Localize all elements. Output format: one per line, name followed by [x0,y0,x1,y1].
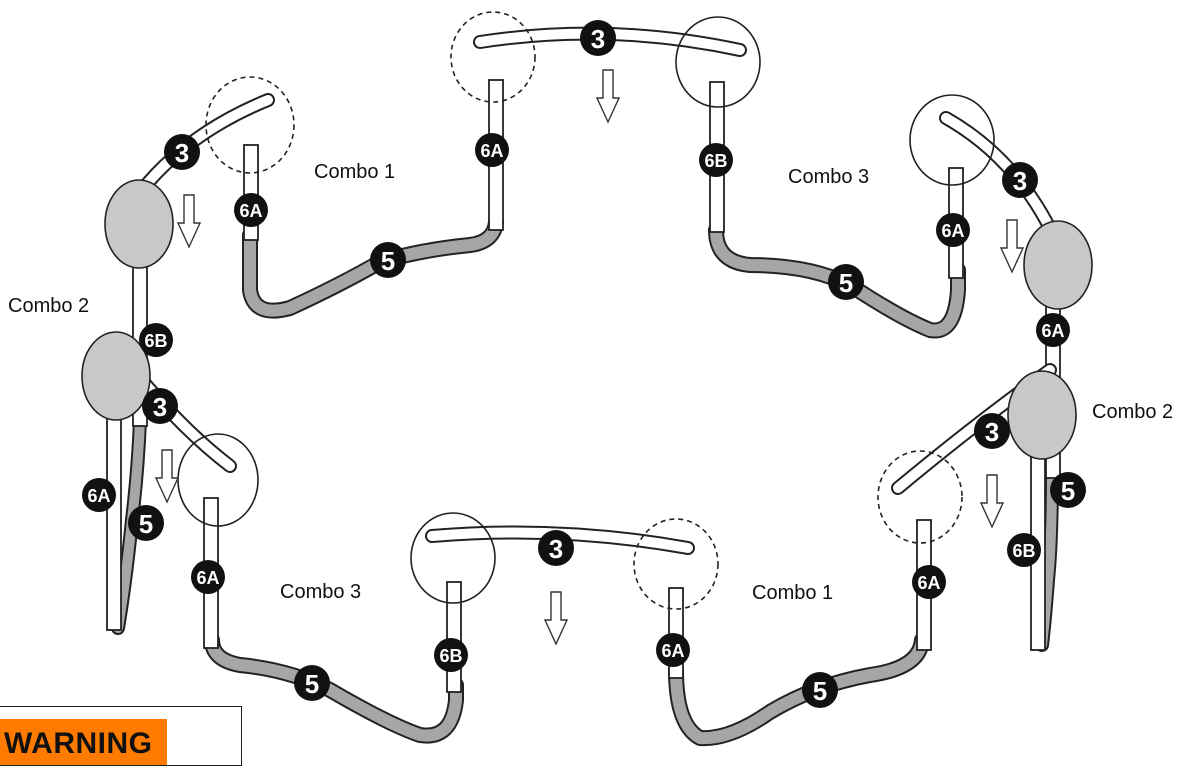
badge-6a-left: 6A [82,478,116,512]
svg-text:6A: 6A [917,573,940,593]
svg-text:5: 5 [139,509,153,539]
shaded-circle-right [1023,220,1093,310]
badge-6a-br: 6A [912,565,946,599]
badge-leg-bottom-left: 5 [294,665,330,701]
combo-label-bottom-right: Combo 1 [752,582,833,604]
arrow-down-icon [155,449,179,503]
svg-text:6A: 6A [941,221,964,241]
dashed-circle-bottom-right [877,450,963,544]
arrow-down-icon [980,474,1004,528]
badge-rail-right: 3 [974,413,1010,449]
highlight-circles [81,11,1093,610]
dashed-circle-top [450,11,536,103]
badge-leg-bottom-right: 5 [802,672,838,708]
arrow-down-icon [596,69,620,123]
down-arrows [155,69,1024,645]
badge-6b-left: 6B [139,323,173,357]
badge-6a-bc: 6A [656,633,690,667]
curved-legs [111,214,1059,747]
svg-text:6A: 6A [1041,321,1064,341]
badge-rail-left: 3 [142,388,178,424]
warning-panel: WARNING [0,706,242,766]
combo-label-left: Combo 2 [8,295,89,317]
svg-text:6A: 6A [196,568,219,588]
svg-text:6A: 6A [661,641,684,661]
svg-text:3: 3 [1013,166,1027,196]
arrow-down-icon [544,591,568,645]
svg-text:5: 5 [305,669,319,699]
svg-text:5: 5 [813,676,827,706]
badge-6b-right: 6B [1007,533,1041,567]
pole-left-6a [106,409,122,631]
arrow-down-icon [1000,219,1024,273]
shaded-circle-left [81,331,151,421]
dashed-circle-bottom [633,518,719,610]
curved-leg-bottom-right [668,632,930,747]
svg-text:6A: 6A [87,486,110,506]
badge-rail-top-left: 3 [164,134,200,170]
badge-leg-top-right: 5 [828,264,864,300]
solid-circle-top-right [909,94,995,186]
combo-label-top-right: Combo 3 [788,166,869,188]
badge-6b-top: 6B [699,143,733,177]
svg-text:6B: 6B [144,331,167,351]
upright-poles [106,79,1061,693]
solid-circle-top [675,16,761,108]
combo-label-top-left: Combo 1 [314,161,395,183]
badge-rail-bottom: 3 [538,530,574,566]
badge-leg-left: 5 [128,505,164,541]
shaded-circle-right-low [1007,370,1077,460]
badge-6a-bl: 6A [191,560,225,594]
part-badges: 3 3 3 3 3 3 5 5 5 5 5 5 6A 6A 6B 6A 6B 6… [82,20,1086,708]
badge-6a-tr: 6A [936,213,970,247]
svg-text:6A: 6A [480,141,503,161]
svg-text:5: 5 [381,246,395,276]
badge-leg-top-left: 5 [370,242,406,278]
badge-rail-top-right: 3 [1002,162,1038,198]
svg-text:6B: 6B [439,646,462,666]
svg-text:3: 3 [549,534,563,564]
svg-text:3: 3 [175,138,189,168]
svg-text:3: 3 [153,392,167,422]
warning-label: WARNING [0,719,167,765]
combo-label-bottom-left: Combo 3 [280,581,361,603]
dashed-circle-top-left [205,76,295,174]
arrow-down-icon [177,194,201,248]
solid-circle-bottom [410,512,496,604]
badge-6a-tl: 6A [234,193,268,227]
svg-text:6B: 6B [704,151,727,171]
badge-6a-right: 6A [1036,313,1070,347]
svg-text:6A: 6A [239,201,262,221]
solid-circle-bottom-left [177,433,259,527]
combo-label-right: Combo 2 [1092,401,1173,423]
svg-text:5: 5 [1061,476,1075,506]
badge-6a-top: 6A [475,133,509,167]
svg-text:3: 3 [985,417,999,447]
badge-leg-right: 5 [1050,472,1086,508]
svg-text:3: 3 [591,24,605,54]
svg-text:5: 5 [839,268,853,298]
svg-text:6B: 6B [1012,541,1035,561]
assembly-diagram: Combo 1 Combo 3 Combo 2 Combo 2 Combo 3 … [8,11,1173,747]
shaded-circle-top-left [104,179,174,269]
pole-bc-6b [446,581,462,693]
badge-6b-bc: 6B [434,638,468,672]
badge-rail-top: 3 [580,20,616,56]
